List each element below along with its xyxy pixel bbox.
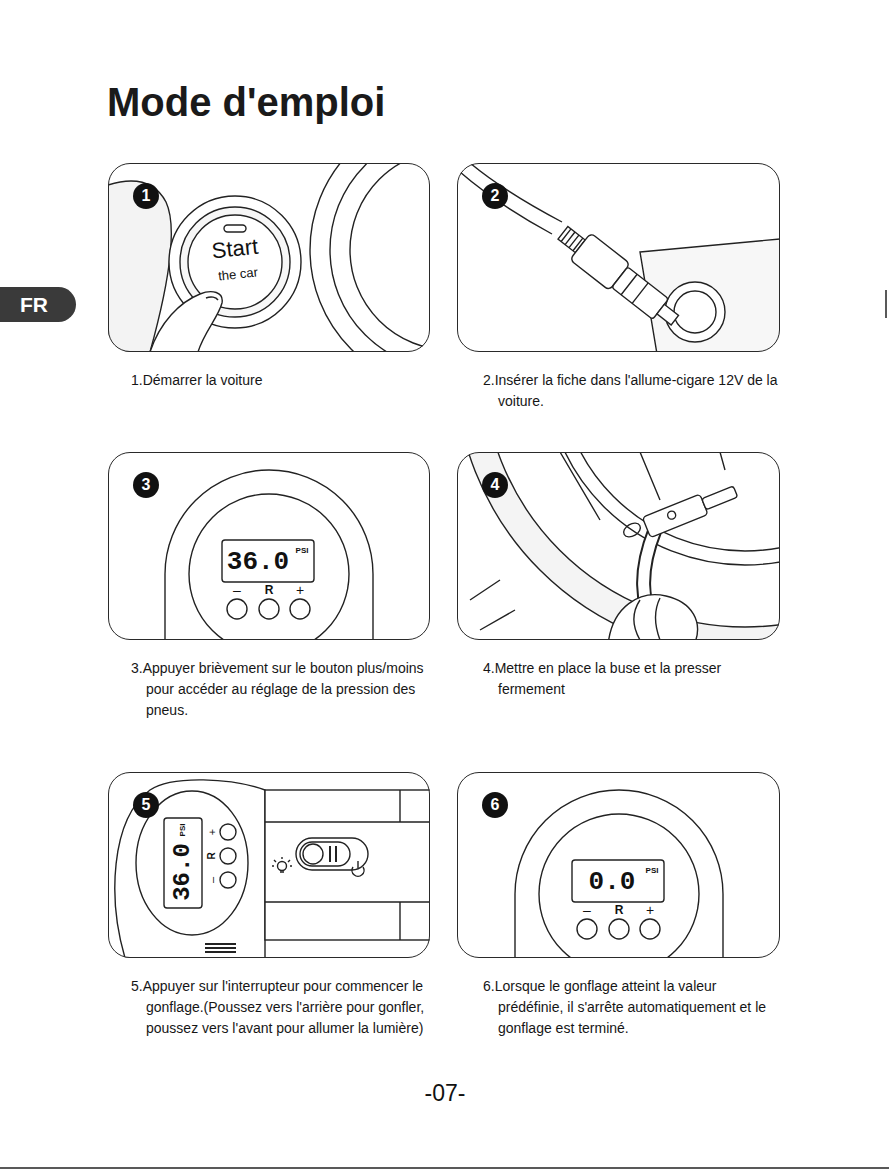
step-caption: 2.Insérer la fiche dans l'allume-cigare … [483, 370, 783, 412]
button-label: R [615, 904, 624, 916]
illustration-circle [330, 163, 430, 352]
illustration-path [460, 172, 552, 234]
illustration-path [608, 595, 698, 640]
illustration-circle [457, 452, 780, 640]
illustration-circle [666, 510, 676, 520]
step-caption: 1.Démarrer la voiture [131, 370, 431, 391]
illustration-circle [310, 163, 430, 352]
language-label: FR [0, 287, 76, 322]
language-tab: FR [0, 287, 76, 322]
illustration-circle [220, 824, 236, 840]
callout-number: 2 [482, 183, 508, 209]
illustration-g [115, 780, 430, 958]
illustration-use [165, 470, 373, 640]
illustration-circle [545, 452, 780, 565]
illustration-circle [350, 163, 430, 350]
illustration-g [460, 163, 780, 352]
illustration-circle [220, 872, 236, 888]
illustration-rect [296, 838, 368, 870]
display-digits: 36.0 [171, 843, 195, 901]
illustration-g [642, 481, 739, 537]
button-label: – [233, 583, 241, 597]
illustration-path [206, 297, 218, 300]
step-panel: 22.Insérer la fiche dans l'allume-cigare… [457, 163, 780, 352]
display-digits: 0.0 [589, 869, 636, 895]
illustration-path [205, 944, 236, 952]
callout-number: 1 [133, 183, 159, 209]
illustration-path [115, 780, 265, 958]
illustration-ellipse [621, 520, 643, 539]
illustration-rect [300, 842, 350, 866]
callout-number: 5 [133, 792, 159, 818]
illustration-circle [559, 452, 780, 551]
step-caption: 3.Appuyer brièvement sur le bouton plus/… [131, 658, 431, 721]
illustration-g [457, 452, 780, 640]
button-label: + [296, 583, 304, 597]
illustration-path [150, 292, 222, 352]
illustration-rect [642, 494, 708, 538]
illustration-g [515, 790, 723, 958]
illustration-circle [674, 291, 716, 333]
button-text: the car [218, 265, 259, 282]
step-panel: 66.Lorsque le gonflage atteint la valeur… [457, 772, 780, 958]
page-title: Mode d'emploi [107, 80, 385, 125]
step-panel: 33.Appuyer brièvement sur le bouton plus… [108, 452, 430, 640]
illustration-path [634, 598, 660, 640]
illustration-g [165, 470, 373, 640]
illustration-g [552, 219, 685, 333]
unit-label: PSI [296, 547, 309, 555]
illustration-circle [220, 848, 236, 864]
step-caption: 4.Mettre en place la buse et la presser … [483, 658, 783, 700]
illustration-circle [303, 844, 323, 864]
illustration-circle [483, 452, 780, 627]
illustration-rect [657, 304, 679, 325]
button-label: R [207, 852, 217, 859]
illustration-path [330, 846, 336, 862]
illustration-g [108, 163, 430, 352]
unit-label: PSI [179, 824, 187, 837]
callout-number: 3 [133, 472, 159, 498]
illustration-path [272, 857, 292, 872]
callout-number: 6 [482, 792, 508, 818]
step-caption: 5.Appuyer sur l'interrupteur pour commen… [131, 976, 431, 1039]
step-caption: 6.Lorsque le gonflage atteint la valeur … [483, 976, 783, 1039]
button-label: – [207, 877, 218, 883]
page-number: -07- [425, 1082, 466, 1105]
illustration-path [352, 861, 364, 876]
illustration-line [885, 290, 887, 318]
illustration-path [265, 790, 430, 940]
callout-number: 4 [482, 472, 508, 498]
unit-label: PSI [646, 867, 659, 875]
button-label: + [646, 903, 654, 917]
illustration-rect [702, 486, 738, 510]
step-panel: 11.Démarrer la voiture [108, 163, 430, 352]
illustration-circle [278, 862, 287, 871]
step-panel: 55.Appuyer sur l'interrupteur pour comme… [108, 772, 430, 958]
illustration-rect [164, 818, 202, 908]
button-label: + [207, 829, 218, 835]
illustration-path [621, 274, 648, 303]
illustration-path [470, 452, 725, 630]
button-text: Start [211, 236, 260, 263]
button-label: – [583, 903, 591, 917]
button-label: R [265, 584, 274, 596]
display-digits: 36.0 [227, 549, 289, 575]
illustration-rect [265, 790, 430, 940]
step-panel: 44.Mettre en place la buse et la presser… [457, 452, 780, 640]
illustration-line [0, 1167, 889, 1169]
illustration-rect [224, 225, 246, 232]
illustration-use [515, 790, 723, 958]
